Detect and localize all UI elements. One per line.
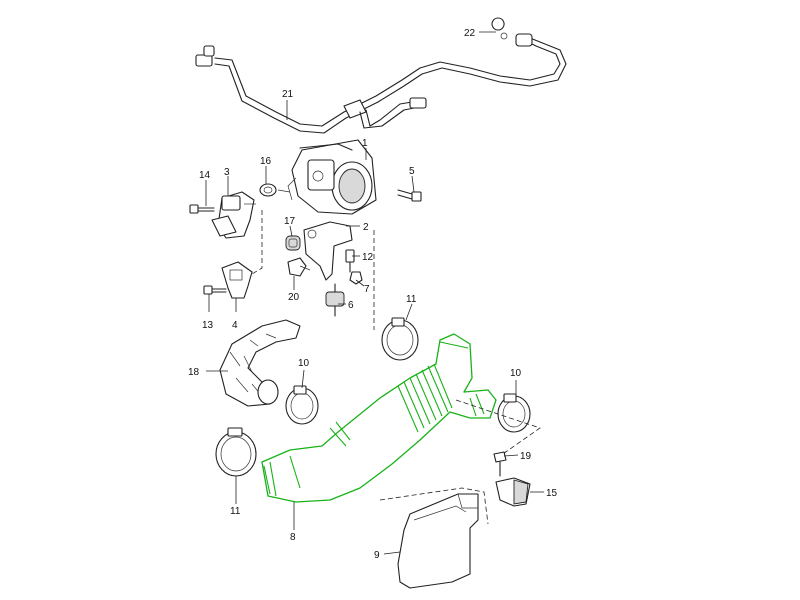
callout-14: 14 xyxy=(199,170,211,181)
bracket-15-part[interactable] xyxy=(495,477,531,507)
hose-clamp-10-right-part[interactable] xyxy=(497,393,531,433)
callout-4: 4 xyxy=(232,320,238,331)
bracket-part[interactable] xyxy=(303,221,353,281)
callout-21: 21 xyxy=(282,89,294,100)
air-box-cover-part[interactable] xyxy=(379,487,489,589)
bolt-12-part[interactable] xyxy=(345,249,355,273)
bolt-14-part[interactable] xyxy=(189,204,215,214)
callout-15: 15 xyxy=(546,488,558,499)
intake-duct-part[interactable] xyxy=(261,333,497,503)
callout-3: 3 xyxy=(224,167,230,178)
callout-18: 18 xyxy=(188,367,200,378)
throttle-body-part[interactable] xyxy=(287,139,377,215)
hose-clamp-11-upper-part[interactable] xyxy=(381,317,419,361)
bolt-13-part[interactable] xyxy=(203,285,227,295)
callout-6: 6 xyxy=(348,300,354,311)
callout-1: 1 xyxy=(362,138,368,149)
callouts: 1 2 3 4 5 6 7 8 9 10 10 11 11 11 12 13 1… xyxy=(188,28,558,561)
vacuum-line-part[interactable] xyxy=(195,33,567,134)
rubber-mount-part[interactable] xyxy=(325,283,345,317)
breather-hose-part[interactable] xyxy=(219,319,301,407)
callout-11-upper: 11 xyxy=(406,294,417,305)
bolt-5-part[interactable] xyxy=(397,189,422,202)
grommet-part[interactable] xyxy=(285,235,301,251)
callout-20: 20 xyxy=(288,292,300,303)
bolt-19-part[interactable] xyxy=(493,451,507,477)
callout-16: 16 xyxy=(260,156,272,167)
bracket-4-part[interactable] xyxy=(221,261,253,299)
callout-13: 13 xyxy=(202,320,214,331)
callout-22: 22 xyxy=(464,28,476,39)
hose-clamp-10-center-part[interactable] xyxy=(285,385,319,425)
gasket-ring-part[interactable] xyxy=(259,183,291,197)
callout-9: 9 xyxy=(374,550,380,561)
callout-10-right: 10 xyxy=(510,368,522,379)
valve-part[interactable] xyxy=(211,191,256,239)
callout-5: 5 xyxy=(409,166,415,177)
nut-part[interactable] xyxy=(349,271,363,285)
clamp-20-part[interactable] xyxy=(287,257,311,277)
callout-7: 7 xyxy=(364,284,370,295)
leader-lines xyxy=(205,31,544,555)
callout-19: 19 xyxy=(520,451,532,462)
callout-10-center: 10 xyxy=(298,358,310,369)
hose-clamp-11-left-part[interactable] xyxy=(215,427,257,477)
callout-12: 12 xyxy=(362,252,374,263)
callout-8: 8 xyxy=(290,532,296,543)
callout-17: 17 xyxy=(284,216,296,227)
clip-part[interactable] xyxy=(491,17,508,40)
callout-2: 2 xyxy=(363,222,369,233)
callout-11-left: 11 xyxy=(230,506,241,517)
